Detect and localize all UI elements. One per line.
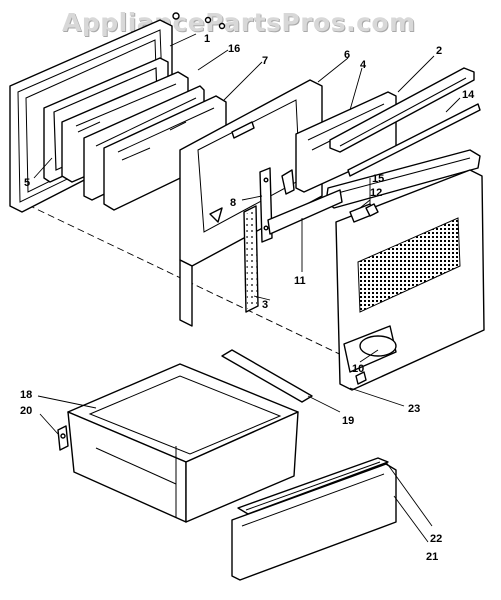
trim-strip-14 [347, 103, 481, 177]
outer-panel-grille [335, 169, 485, 391]
callout-4: 4 [360, 59, 367, 71]
callout-6: 6 [344, 49, 350, 61]
callout-16: 16 [228, 43, 240, 55]
callout-22: 22 [430, 533, 442, 545]
callout-1: 1 [204, 33, 210, 45]
leader-lines [33, 33, 461, 543]
liner-side [179, 259, 193, 327]
perforated-strip-3 [243, 205, 259, 313]
callout-8: 8 [230, 197, 236, 209]
callout-5: 5 [24, 177, 30, 189]
callout-2: 2 [436, 45, 442, 57]
callout-14: 14 [462, 89, 475, 101]
callout-3: 3 [262, 299, 268, 311]
callout-18: 18 [20, 389, 32, 401]
door-screws [172, 12, 226, 30]
vent-strip-11 [267, 189, 343, 235]
callout-7: 7 [262, 55, 268, 67]
callout-12: 12 [370, 187, 382, 199]
callout-21: 21 [426, 551, 438, 563]
callout-15: 15 [372, 173, 384, 185]
drawer-body-18 [67, 363, 299, 523]
watermark: AppliancePartsPros.com [62, 8, 416, 37]
callout-10: 10 [352, 363, 364, 375]
clip-15 [365, 203, 379, 217]
drawer-rail-22 [237, 457, 389, 515]
callout-11: 11 [294, 275, 306, 287]
drawer-rail-19 [221, 349, 313, 403]
drawer-front-21 [231, 463, 397, 581]
drawer-glide-20 [57, 425, 69, 451]
callout-labels: 1 2 3 4 5 6 7 8 10 11 12 14 15 16 18 19 … [20, 33, 475, 563]
callout-19: 19 [342, 415, 354, 427]
top-panel-2 [329, 67, 475, 153]
callout-23: 23 [408, 403, 420, 415]
callout-20: 20 [20, 405, 32, 417]
